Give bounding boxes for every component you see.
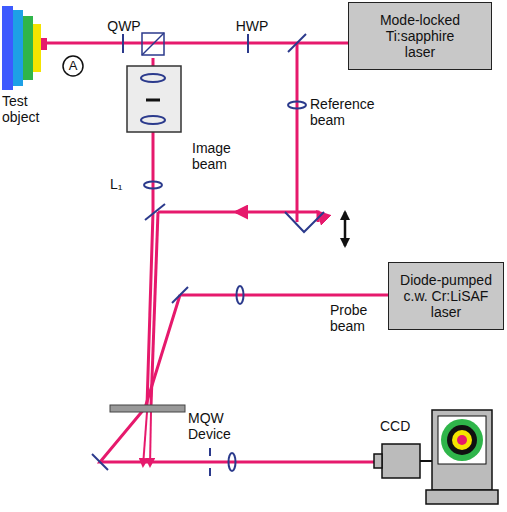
part-label: CCD — [380, 418, 424, 434]
ccd-camera — [374, 444, 432, 478]
part-label: MQW Device — [188, 410, 248, 442]
part-label: Reference beam — [310, 96, 390, 128]
part-label: L₁ — [110, 176, 140, 192]
part-label: QWP — [104, 18, 144, 34]
callout-circle: A — [62, 55, 84, 77]
callout-letter: A — [69, 58, 78, 74]
part-label: Probe beam — [330, 302, 380, 334]
box-label: Mode-locked Ti:sapphire laser — [371, 12, 469, 60]
laser-box: Diode-pumped c.w. Cr:LiSAF laser — [388, 262, 504, 330]
monitor — [426, 410, 498, 504]
part-label: HWP — [232, 18, 272, 34]
mqw-device — [110, 405, 185, 412]
part-label: Image beam — [192, 140, 248, 172]
optical-components — [92, 33, 345, 476]
part-label: Test object — [2, 93, 58, 125]
laser-box: Mode-locked Ti:sapphire laser — [348, 2, 492, 70]
test-object — [2, 6, 47, 90]
box-label: Diode-pumped c.w. Cr:LiSAF laser — [395, 272, 497, 320]
